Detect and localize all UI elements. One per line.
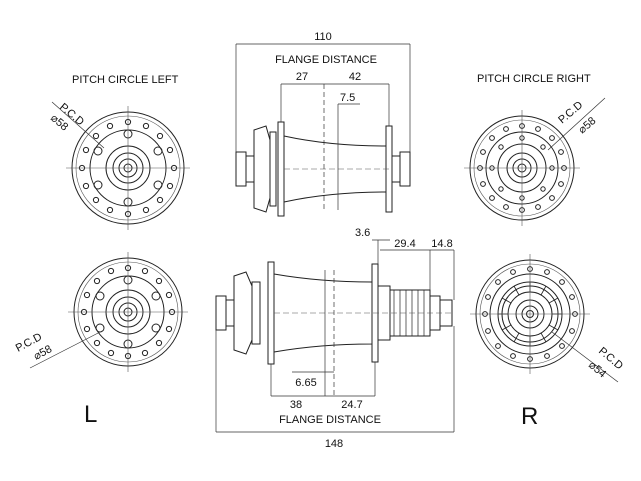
pcd-value-bottom-right: ⌀54 (586, 359, 608, 380)
dim-top-overall: 110 (314, 31, 332, 43)
dim-bottom-overall: 148 (325, 438, 343, 450)
hub-face-top-left (66, 106, 190, 230)
hub-profile-top (235, 121, 411, 217)
flange-distance-top-label: FLANGE DISTANCE (275, 54, 377, 66)
dim-bottom-b: 29.4 (394, 238, 415, 250)
hub-profile-bottom (215, 261, 453, 365)
hub-face-bottom-left (68, 252, 188, 372)
side-label-right: R (521, 403, 538, 430)
dim-bottom-c: 14.8 (431, 238, 452, 250)
dim-bottom-right: 24.7 (341, 399, 362, 411)
dim-top-left: 27 (296, 71, 308, 83)
pitch-circle-left-label: PITCH CIRCLE LEFT (72, 74, 179, 86)
hub-face-top-right (464, 110, 580, 226)
dim-top-offset: 7.5 (340, 92, 355, 104)
pcd-value-top-right: ⌀58 (576, 115, 598, 136)
dim-bottom-a: 3.6 (355, 227, 370, 239)
dim-bottom-left: 38 (290, 399, 302, 411)
dim-top-right: 42 (349, 71, 361, 83)
dim-bottom-d: 6.65 (295, 377, 316, 389)
side-label-left: L (84, 401, 97, 428)
flange-distance-bottom-label: FLANGE DISTANCE (279, 414, 381, 426)
hub-face-bottom-right (470, 254, 590, 374)
pitch-circle-right-label: PITCH CIRCLE RIGHT (477, 73, 591, 85)
